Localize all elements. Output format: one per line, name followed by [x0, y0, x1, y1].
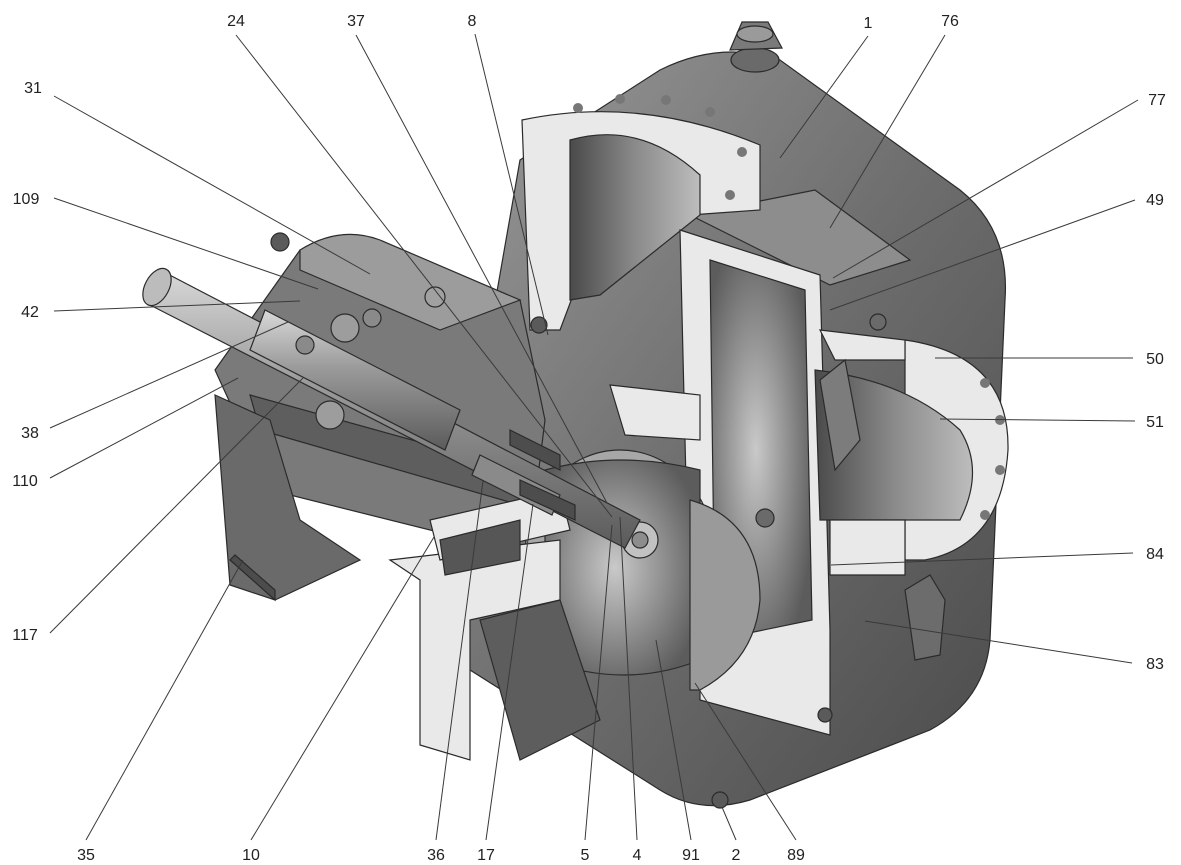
leader-110 — [49, 377, 239, 479]
callout-2: 2 — [732, 847, 741, 864]
callout-1: 1 — [864, 15, 873, 32]
callout-4: 4 — [633, 847, 642, 864]
leader-lines — [49, 33, 1139, 841]
callout-50: 50 — [1146, 351, 1164, 368]
callout-51: 51 — [1146, 414, 1164, 431]
bearing-detail — [295, 308, 382, 430]
leader-89 — [694, 682, 797, 841]
callout-91: 91 — [682, 847, 700, 864]
leader-84 — [830, 552, 1134, 566]
callout-37: 37 — [347, 13, 365, 30]
leader-35 — [85, 559, 244, 841]
callout-84: 84 — [1146, 546, 1164, 563]
seal-assembly — [509, 429, 576, 521]
leader-76 — [829, 34, 946, 229]
leader-42 — [53, 300, 301, 312]
callout-labels: 1 2 4 5 8 10 17 24 31 35 36 37 38 42 49 … — [12, 13, 1166, 864]
callout-36: 36 — [427, 847, 445, 864]
vent-plug-icon — [729, 21, 783, 73]
leader-117 — [49, 377, 304, 634]
callout-83: 83 — [1146, 656, 1164, 673]
leader-1 — [779, 35, 869, 159]
callout-89: 89 — [787, 847, 805, 864]
leader-4 — [619, 516, 638, 841]
callout-31: 31 — [24, 80, 42, 97]
leader-17 — [485, 503, 534, 841]
leader-91 — [655, 639, 692, 841]
callout-110: 110 — [12, 473, 38, 490]
leader-36 — [435, 480, 484, 841]
leader-2 — [721, 806, 737, 841]
leader-37 — [355, 34, 608, 504]
lower-support-frame — [388, 489, 601, 761]
callout-17: 17 — [477, 847, 495, 864]
leader-10 — [250, 536, 435, 841]
callout-8: 8 — [468, 13, 477, 30]
callout-35: 35 — [77, 847, 95, 864]
leader-109 — [53, 197, 319, 290]
callout-10: 10 — [242, 847, 260, 864]
drain-plug-icon — [904, 574, 946, 661]
leader-49 — [829, 199, 1136, 311]
suction-flange — [521, 94, 761, 331]
pedestal-foot — [214, 394, 362, 602]
leader-51 — [939, 418, 1136, 422]
callout-76: 76 — [941, 13, 959, 30]
leader-31 — [53, 95, 371, 275]
leader-38 — [49, 321, 289, 429]
callout-42: 42 — [21, 304, 39, 321]
callout-77: 77 — [1148, 92, 1166, 109]
callout-24: 24 — [227, 13, 245, 30]
callout-109: 109 — [13, 191, 40, 208]
leader-8 — [474, 33, 549, 336]
leader-77 — [832, 99, 1139, 279]
leader-5 — [584, 524, 613, 841]
callout-117: 117 — [12, 627, 38, 644]
wear-plate — [689, 499, 761, 691]
bolt-icons — [270, 232, 887, 809]
callout-38: 38 — [21, 425, 39, 442]
leader-24 — [235, 34, 613, 518]
flap-valve — [819, 358, 861, 472]
callout-49: 49 — [1146, 192, 1164, 209]
leader-83 — [864, 620, 1133, 664]
callout-5: 5 — [581, 847, 590, 864]
